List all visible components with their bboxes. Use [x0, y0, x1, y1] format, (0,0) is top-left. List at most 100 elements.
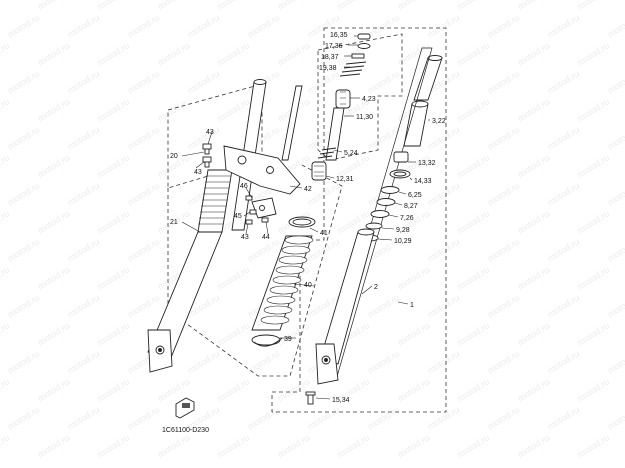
callout-21: 21: [170, 219, 178, 226]
watermark-text: motod.ru: [96, 376, 131, 403]
watermark-text: motod.ru: [486, 124, 521, 151]
watermark-text: motod.ru: [96, 264, 131, 291]
watermark-text: motod.ru: [606, 12, 625, 39]
right-fork-assembly: [305, 47, 443, 405]
watermark-text: motod.ru: [576, 376, 611, 403]
boot-group-outline: [167, 163, 343, 377]
watermark-text: motod.ru: [546, 12, 581, 39]
watermark-text: motod.ru: [336, 432, 371, 459]
callout-13-32: 13,32: [418, 160, 436, 167]
bushing-7-26: [370, 210, 390, 218]
left-leg-group-outline: [167, 83, 263, 189]
watermark-text: motod.ru: [516, 320, 551, 347]
callout-18-37: 18,37: [321, 54, 339, 61]
piston-12-31: [311, 161, 327, 181]
cap-bolt-16-35: [357, 33, 371, 40]
watermark-text: motod.ru: [0, 0, 11, 12]
watermark-text: motod.ru: [126, 12, 161, 39]
watermark-text: motod.ru: [426, 404, 461, 431]
watermark-text: motod.ru: [546, 292, 581, 319]
callout-43-mid: 43: [194, 169, 202, 176]
watermark-text: motod.ru: [96, 432, 131, 459]
watermark-text: motod.ru: [96, 208, 131, 235]
watermark-text: motod.ru: [456, 376, 491, 403]
watermark-text: motod.ru: [606, 68, 625, 95]
watermark-text: motod.ru: [6, 348, 41, 375]
watermark-text: motod.ru: [366, 68, 401, 95]
watermark-text: motod.ru: [486, 404, 521, 431]
watermark-text: motod.ru: [606, 124, 625, 151]
bolt-15-34: [307, 393, 314, 405]
watermark-text: motod.ru: [36, 96, 71, 123]
watermark-text: motod.ru: [516, 96, 551, 123]
watermark-text: motod.ru: [6, 404, 41, 431]
watermark-text: motod.ru: [66, 236, 101, 263]
watermark-text: motod.ru: [276, 432, 311, 459]
callout-46: 46: [240, 183, 248, 190]
watermark-text: motod.ru: [576, 96, 611, 123]
watermark-text: motod.ru: [36, 432, 71, 459]
spacer-18-37: [351, 53, 365, 59]
watermark-text: motod.ru: [366, 292, 401, 319]
watermark-text: motod.ru: [486, 68, 521, 95]
watermark-text: motod.ru: [216, 320, 251, 347]
watermark-text: motod.ru: [486, 180, 521, 207]
watermark-text: motod.ru: [96, 40, 131, 67]
watermark-text: motod.ru: [546, 348, 581, 375]
watermark-text: motod.ru: [186, 12, 221, 39]
watermark-text: motod.ru: [156, 432, 191, 459]
callout-16-35: 16,35: [330, 32, 348, 39]
watermark-text: motod.ru: [486, 12, 521, 39]
watermark-text: motod.ru: [126, 180, 161, 207]
callout-11-30: 11,30: [356, 114, 373, 121]
watermark-text: motod.ru: [306, 404, 341, 431]
callout-17-36: 17,36: [325, 43, 343, 50]
watermark-text: motod.ru: [156, 96, 191, 123]
front-arrow-icon: [175, 397, 195, 419]
watermark-text: motod.ru: [456, 96, 491, 123]
watermark-text: motod.ru: [36, 264, 71, 291]
watermark-text: motod.ru: [126, 236, 161, 263]
watermark-text: motod.ru: [216, 376, 251, 403]
bushing-9-28: [365, 222, 383, 230]
callout-15-34: 15,34: [332, 397, 350, 404]
watermark-text: motod.ru: [66, 292, 101, 319]
watermark-text: motod.ru: [576, 320, 611, 347]
center-stem-rod: [281, 85, 303, 161]
watermark-text: motod.ru: [456, 264, 491, 291]
damper-rod-11-30: [325, 107, 345, 161]
watermark-text: motod.ru: [0, 264, 11, 291]
watermark-text: motod.ru: [456, 0, 491, 12]
watermark-text: motod.ru: [306, 180, 341, 207]
watermark-text: motod.ru: [606, 348, 625, 375]
watermark-text: motod.ru: [276, 40, 311, 67]
watermark-text: motod.ru: [6, 236, 41, 263]
watermark-text: motod.ru: [366, 348, 401, 375]
watermark-text: motod.ru: [6, 124, 41, 151]
diagram-code: 1C61100-D230: [162, 427, 209, 434]
watermark-text: motod.ru: [216, 96, 251, 123]
watermark-text: motod.ru: [546, 68, 581, 95]
watermark-text: motod.ru: [126, 404, 161, 431]
watermark-text: motod.ru: [576, 152, 611, 179]
watermark-text: motod.ru: [96, 0, 131, 12]
callout-8-27: 8,27: [404, 203, 418, 210]
watermark-text: motod.ru: [186, 68, 221, 95]
rod-4-23: [335, 89, 351, 109]
watermark-text: motod.ru: [576, 208, 611, 235]
watermark-text: motod.ru: [0, 320, 11, 347]
watermark-text: motod.ru: [36, 40, 71, 67]
watermark-text: motod.ru: [426, 124, 461, 151]
watermark-text: motod.ru: [66, 124, 101, 151]
callout-40: 40: [304, 282, 312, 289]
watermark-text: motod.ru: [36, 320, 71, 347]
callout-7-26: 7,26: [400, 215, 414, 222]
watermark-text: motod.ru: [36, 0, 71, 12]
watermark-text: motod.ru: [216, 264, 251, 291]
callout-45: 45: [234, 213, 242, 220]
watermark-text: motod.ru: [66, 180, 101, 207]
spring-group-outline: [317, 33, 403, 161]
watermark-text: motod.ru: [606, 180, 625, 207]
